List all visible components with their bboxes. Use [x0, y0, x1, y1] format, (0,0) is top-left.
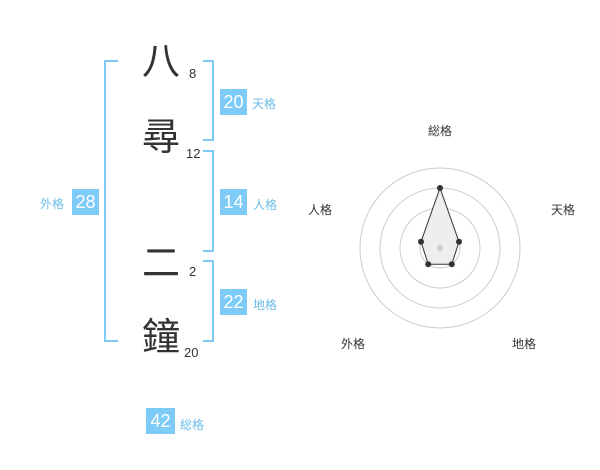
- radar-axis-label-tenkaku: 天格: [551, 203, 576, 217]
- tenkaku-label: 天格: [252, 97, 277, 111]
- chikaku-score-badge: 22: [220, 289, 247, 315]
- stroke-count-3: 2: [189, 264, 197, 279]
- stroke-count-1: 8: [189, 66, 197, 81]
- radar-point-1: [437, 185, 443, 191]
- radar-point-3: [448, 261, 455, 268]
- radar-axis-label-chikaku: 地格: [512, 337, 537, 351]
- radar-point-2: [456, 238, 462, 245]
- radar-center-dot: [437, 245, 443, 251]
- radar-polygon: [420, 186, 460, 265]
- radar-point-4: [425, 261, 432, 268]
- gaikaku-score-badge: 28: [72, 189, 99, 215]
- name-char-2: 尋: [142, 115, 181, 159]
- chikaku-bracket: [203, 260, 214, 342]
- radar-area: [420, 186, 460, 265]
- radar-axis-label-jinkaku: 人格: [308, 203, 333, 217]
- radar-axis-label-soukaku: 総格: [428, 124, 453, 138]
- radar-points: [418, 185, 462, 268]
- name-char-1: 八: [142, 39, 181, 83]
- jinkaku-bracket: [203, 150, 214, 252]
- radar-ring-4: [359, 167, 521, 329]
- tenkaku-score-badge: 20: [220, 89, 247, 115]
- radar-axis-label-gaikaku: 外格: [341, 337, 366, 351]
- stroke-count-4: 20: [184, 345, 199, 360]
- stroke-count-2: 12: [186, 146, 201, 161]
- soukaku-score-badge: 42: [146, 408, 175, 434]
- chikaku-label: 地格: [253, 298, 278, 312]
- jinkaku-score-badge: 14: [220, 189, 247, 215]
- radar-point-5: [418, 238, 424, 245]
- gaikaku-bracket: [104, 60, 118, 342]
- jinkaku-label: 人格: [253, 198, 278, 212]
- soukaku-label: 総格: [180, 418, 205, 432]
- name-char-4: 鐘: [142, 315, 181, 359]
- gaikaku-label: 外格: [40, 197, 65, 211]
- tenkaku-bracket: [203, 60, 214, 141]
- name-char-3: 二: [142, 241, 181, 285]
